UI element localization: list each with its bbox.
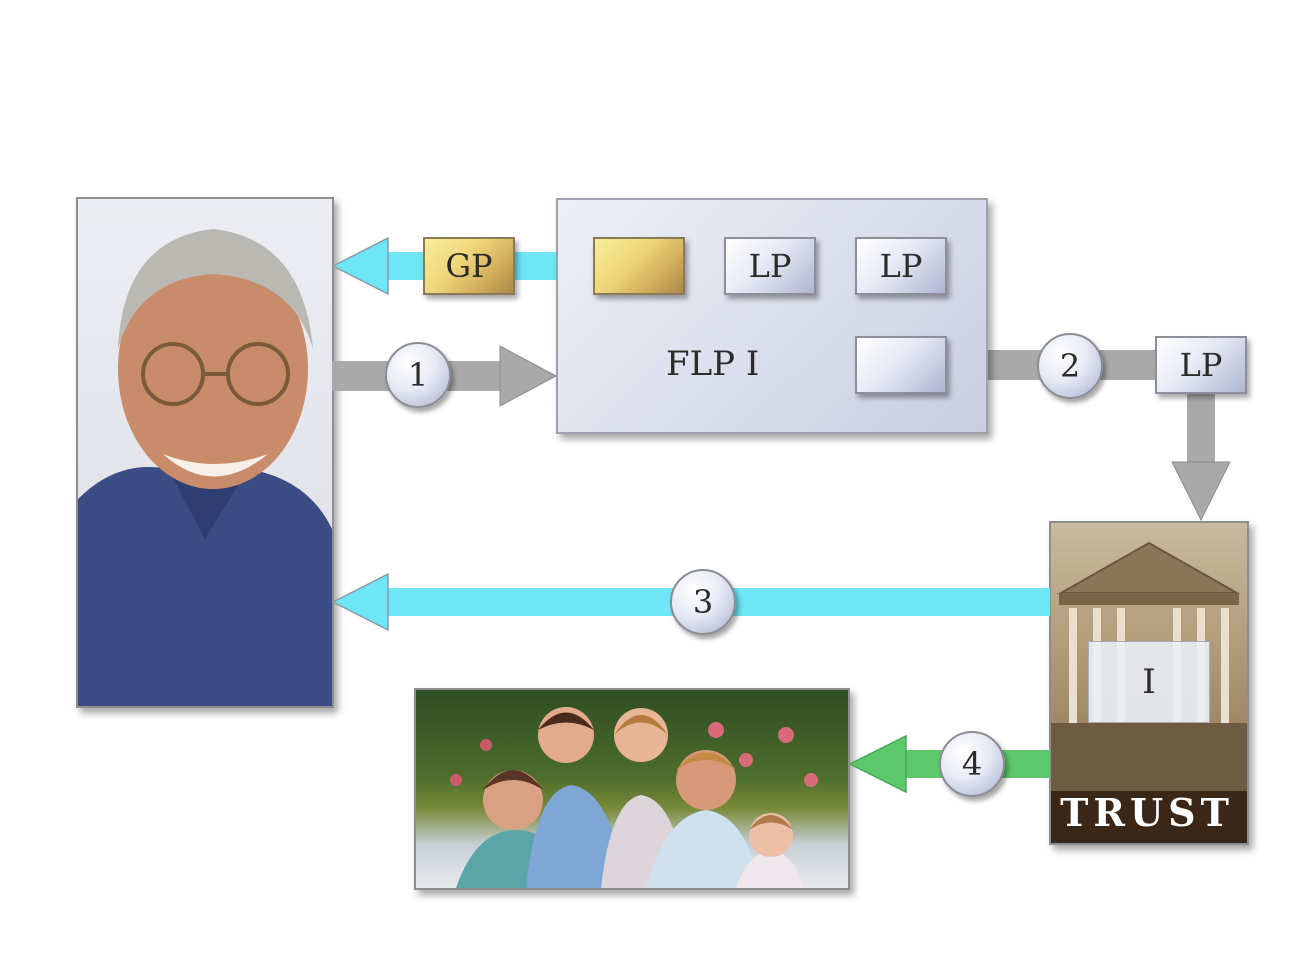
down-arrow-to-trust [1171,392,1231,522]
trust-label: TRUST [1060,790,1234,835]
family-photo [414,688,850,890]
step-1-badge: 1 [385,342,451,408]
lp-transferred-chip: LP [1155,336,1247,394]
lp-chip-1: LP [724,237,816,295]
trust-building-illustration [1051,541,1247,843]
lp-chip-2: LP [855,237,947,295]
grandfather-photo [76,197,334,708]
lp-interest-chip [855,336,947,394]
gp-chip: GP [423,237,515,295]
family-illustration [450,707,818,888]
step-3-badge: 3 [670,569,736,635]
step-2-badge: 2 [1037,333,1103,399]
grandfather-illustration [78,229,332,706]
step-4-badge: 4 [939,731,1005,797]
trust-i-box: I [1088,641,1210,723]
flp-label: FLP I [666,344,760,384]
gp-interest-chip [593,237,685,295]
flp-box [556,198,988,434]
